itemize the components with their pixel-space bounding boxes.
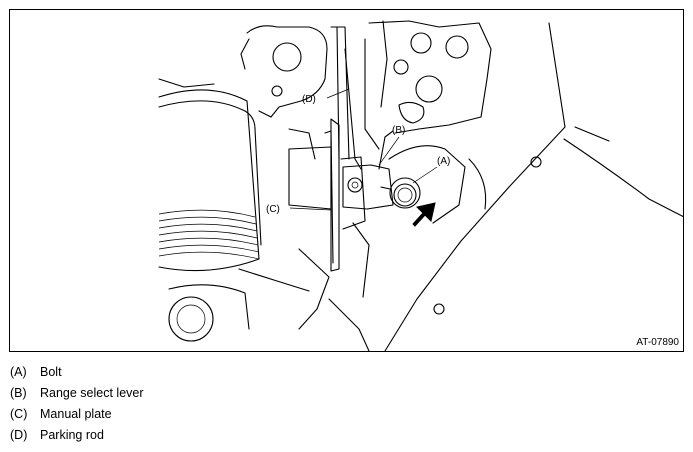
leader-line-c (289, 207, 332, 211)
leader-line-d (326, 88, 350, 99)
legend-key: (C) (10, 407, 28, 421)
callout-b: (B) (392, 125, 405, 136)
legend-key: (A) (10, 365, 27, 379)
legend-item: (B) Range select lever (10, 383, 680, 404)
leader-line-a (412, 166, 438, 184)
legend-item: (A) Bolt (10, 362, 680, 383)
transmission-case-drawing (238, 22, 684, 352)
legend-item: (C) Manual plate (10, 404, 680, 425)
callout-a: (A) (437, 156, 450, 167)
legend-text: Manual plate (40, 407, 112, 421)
parking-rod-drawing (330, 26, 362, 170)
valve-body-drawing (364, 20, 492, 150)
callout-c: (C) (266, 204, 280, 215)
upper-casting-drawing (240, 25, 328, 160)
diagram-drawing: (D) (B) (A) (C) AT-07890 (9, 9, 684, 352)
legend-key: (B) (10, 386, 27, 400)
legend-item: (D) Parking rod (10, 425, 680, 446)
figure-code: AT-07890 (636, 337, 679, 348)
oil-filter-drawing (158, 78, 262, 342)
legend-text: Range select lever (40, 386, 144, 400)
legend-key: (D) (10, 428, 28, 442)
arrow-icon (412, 202, 436, 227)
diagram-figure: (D) (B) (A) (C) AT-07890 (9, 9, 684, 352)
bolt-drawing (380, 177, 421, 209)
range-select-lever-drawing (342, 130, 394, 210)
figure-frame (9, 9, 684, 352)
legend-text: Parking rod (40, 428, 104, 442)
leader-line-b (378, 136, 400, 166)
legend-text: Bolt (40, 365, 62, 379)
manual-plate-drawing (288, 118, 366, 272)
callout-d: (D) (302, 94, 316, 105)
legend: (A) Bolt (B) Range select lever (C) Manual … (10, 362, 680, 446)
